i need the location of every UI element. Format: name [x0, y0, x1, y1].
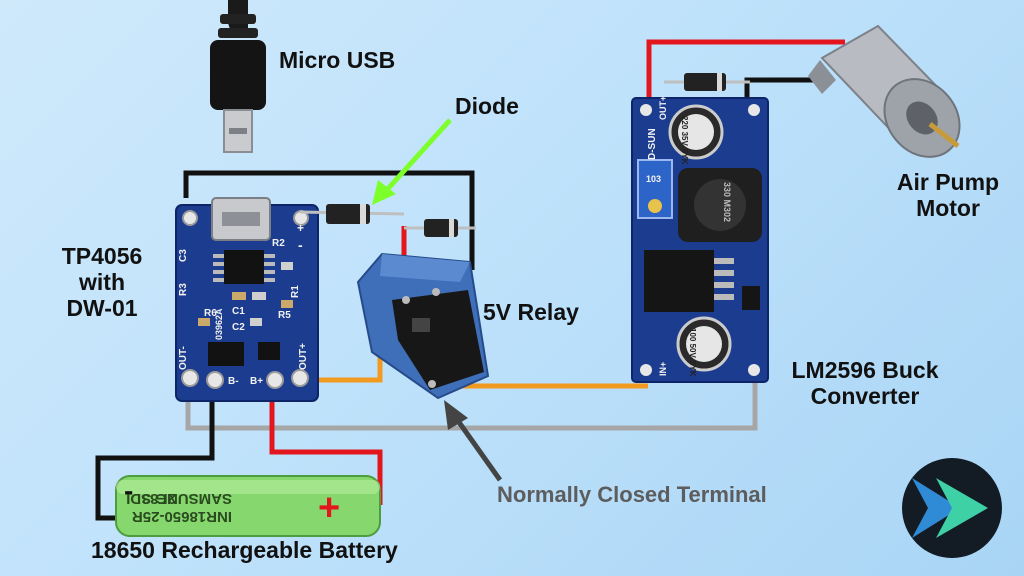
lm2596-label: LM2596 Buck Converter: [780, 357, 950, 410]
tp-board-id: 03962A: [214, 308, 224, 340]
tp-r6: R6: [204, 308, 217, 319]
diode-2: [404, 219, 476, 237]
lm2596-label-line1: LM2596 Buck: [791, 357, 939, 383]
black-wire-tp-top: [183, 170, 475, 270]
tp-c1: C1: [232, 306, 245, 317]
tp4056-label-line3: DW-01: [66, 294, 138, 321]
lm-out-plus: OUT+: [658, 96, 668, 120]
relay-label: 5V Relay: [483, 299, 579, 325]
motor-label-line1: Air Pump: [896, 169, 1000, 195]
tp-r5: R5: [278, 310, 291, 321]
tp-c3: C3: [178, 249, 189, 262]
gray-wire-ground: [185, 382, 758, 431]
brand-logo: [902, 458, 1002, 558]
lm2596-board: D-SUN OUT+ IN+ 103 220 35V SYK 100 50V S…: [631, 96, 769, 383]
nc-terminal-label: Normally Closed Terminal: [497, 482, 767, 507]
black-wire-battery: [95, 398, 215, 521]
motor-label-line2: Motor: [916, 194, 980, 221]
tp4056-label-line2: with: [79, 268, 125, 295]
battery-line2: INR18650-25R: [132, 508, 232, 525]
nc-terminal-arrow: [444, 400, 503, 482]
tp-pad-plus: +: [297, 221, 304, 235]
red-wire-motor: [646, 39, 845, 100]
tp-out-plus: OUT+: [298, 343, 309, 370]
tp-pad-minus: -: [298, 237, 303, 253]
tp-out-minus: OUT-: [178, 346, 189, 370]
diode-1: [299, 204, 405, 224]
diode-arrow: [372, 118, 452, 205]
tp4056-board: + - C3 R2 R3 R1 C1 R6 C2 R5 03962A OUT- …: [175, 197, 319, 402]
diode-3: [664, 73, 750, 91]
black-wire-motor: [744, 77, 830, 100]
battery-plus-mark: +: [318, 487, 340, 529]
lm-inductor: 330 M302: [722, 182, 732, 222]
air-pump-motor: [808, 24, 961, 158]
lm-pot: 103: [646, 174, 661, 184]
tp-r1: R1: [290, 285, 301, 298]
lm-cap-bottom: 100 50V SYK: [688, 328, 697, 377]
battery-line1: SAMSUNG SDI: [126, 490, 232, 507]
tp-b-plus: B+: [250, 376, 263, 387]
tp-r3: R3: [178, 283, 189, 296]
tp-b-minus: B-: [228, 376, 239, 387]
tp-r2: R2: [272, 238, 285, 249]
lm-in-plus: IN+: [658, 362, 668, 376]
lm2596-label-line2: Converter: [810, 382, 920, 409]
lm-cap-top: 220 35V SYK: [680, 116, 689, 165]
red-wire-battery: [269, 398, 383, 505]
battery-label: 18650 Rechargeable Battery: [91, 537, 398, 563]
tp4056-label: TP4056 with DW-01: [52, 243, 152, 321]
diode-label: Diode: [455, 93, 519, 119]
lm-d-sun: D-SUN: [647, 128, 658, 160]
relay: [356, 252, 490, 400]
battery-18650: - + SAMSUNG SDI INR18650-25R 2F83: [115, 475, 381, 537]
tp4056-label-line1: TP4056: [61, 243, 143, 269]
micro-usb-label: Micro USB: [279, 47, 396, 73]
tp-c2: C2: [232, 322, 245, 333]
motor-label: Air Pump Motor: [878, 169, 1018, 222]
micro-usb-plug: [210, 0, 266, 153]
battery-minus-mark: -: [124, 475, 133, 506]
battery-line3: 2F83: [142, 490, 176, 507]
